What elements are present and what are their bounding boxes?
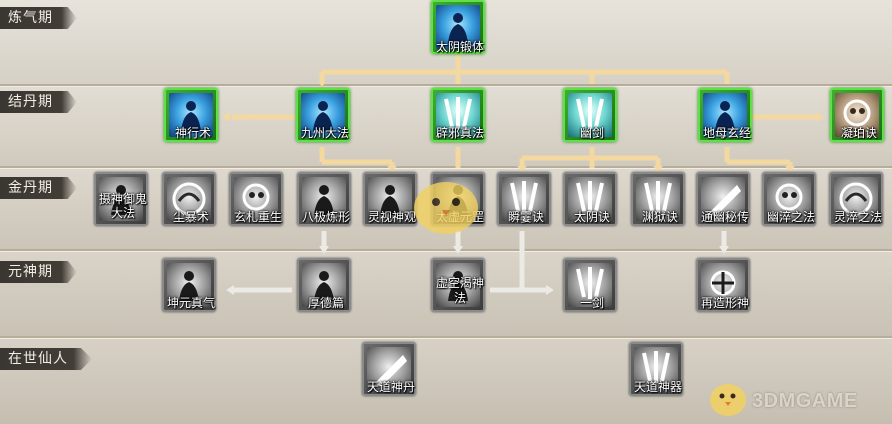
skill-name: 灵淬之法 — [833, 210, 882, 224]
skill-name: 幽剑 — [579, 126, 604, 140]
tier-label: 炼气期 — [0, 7, 77, 29]
skill-node-xukong-kesheng[interactable]: 虚空渴神 法 — [431, 258, 485, 312]
skill-name: 太阴锻体 — [435, 40, 484, 54]
tier-divider — [0, 336, 892, 339]
skill-node-pixie-zhenfa[interactable]: 辟邪真法 — [431, 88, 485, 142]
meditating-figure-icon — [703, 93, 747, 137]
meditating-figure-icon — [167, 263, 211, 307]
skill-name: 渊狱诀 — [641, 210, 678, 224]
skill-name: 一剑 — [579, 296, 604, 310]
skill-name: 瞬霎诀 — [507, 210, 544, 224]
skill-node-taiyin-duanti[interactable]: 太阴锻体 — [431, 0, 485, 54]
sword-burst-icon — [502, 177, 546, 221]
skill-node-shunyin-jue[interactable]: 瞬霎诀 — [497, 172, 551, 226]
skill-name: 幽淬之法 — [766, 210, 815, 224]
skill-node-kunyuan-zhenqi[interactable]: 坤元真气 — [162, 258, 216, 312]
skill-node-zaizao-xingshen[interactable]: 再造形神 — [696, 258, 750, 312]
skill-node-dimu-xuanjing[interactable]: 地母玄经 — [698, 88, 752, 142]
meditating-figure-icon — [302, 263, 346, 307]
skill-name-line2: 大法 — [110, 206, 135, 220]
skill-name: 天道神丹 — [366, 380, 415, 394]
skill-name: 玄札重生 — [233, 210, 282, 224]
skill-node-shenxing-shu[interactable]: 神行术 — [164, 88, 218, 142]
watermark-text: 3DMGAME — [752, 390, 858, 412]
skill-name: 凝珀诀 — [840, 126, 877, 140]
chick-mascot-icon — [414, 182, 478, 234]
sword-burst-icon — [568, 177, 612, 221]
meditating-figure-icon — [302, 177, 346, 221]
rune-circle-icon — [701, 263, 745, 307]
meditating-figure-icon — [301, 93, 345, 137]
skill-name: 尘暴术 — [172, 210, 209, 224]
tier-label: 在世仙人 — [0, 348, 92, 370]
skill-name: 辟邪真法 — [435, 126, 484, 140]
skill-name-line2: 法 — [453, 291, 466, 305]
meditating-figure-icon — [436, 5, 480, 49]
skill-node-tiandao-shendan[interactable]: 天道神丹 — [362, 342, 416, 396]
skill-name: 地母玄经 — [702, 126, 751, 140]
tier-label: 元神期 — [0, 261, 77, 283]
skill-name-line1: 虚空渴神 — [435, 276, 484, 290]
skill-node-lingcui-zhifa[interactable]: 灵淬之法 — [829, 172, 883, 226]
skill-node-youcui-zhifa[interactable]: 幽淬之法 — [762, 172, 816, 226]
skill-name: 灵视神观 — [367, 210, 416, 224]
blade-slash-icon — [367, 347, 411, 391]
sword-burst-icon — [634, 347, 678, 391]
skill-node-tongyou-michuan[interactable]: 通幽秘传 — [696, 172, 750, 226]
active-connector — [232, 52, 818, 168]
skill-name: 坤元真气 — [166, 296, 215, 310]
blade-slash-icon — [701, 177, 745, 221]
chick-mascot-icon — [710, 384, 746, 416]
meditating-figure-icon — [99, 177, 143, 221]
beast-emblem-icon — [767, 177, 811, 221]
tier-divider — [0, 166, 892, 169]
tier-divider — [0, 249, 892, 252]
skill-name: 九州大法 — [300, 126, 349, 140]
skill-node-ningpo-jue[interactable]: 凝珀诀 — [830, 88, 884, 142]
sword-burst-icon — [636, 177, 680, 221]
tier-divider — [0, 84, 892, 87]
skill-node-baji-lianxing[interactable]: 八极炼形 — [297, 172, 351, 226]
skill-name: 再造形神 — [700, 296, 749, 310]
skill-node-taiyin-jue[interactable]: 太阴诀 — [563, 172, 617, 226]
skill-node-yuanyu-jue[interactable]: 渊狱诀 — [631, 172, 685, 226]
locked-arrowheads — [226, 246, 729, 295]
locked-connector — [232, 231, 727, 293]
skill-name: 神行术 — [174, 126, 211, 140]
tier-label: 金丹期 — [0, 177, 77, 199]
skill-name: 厚德篇 — [307, 296, 344, 310]
skill-node-houde-pian[interactable]: 厚德篇 — [297, 258, 351, 312]
skill-node-yijian[interactable]: 一剑 — [563, 258, 617, 312]
sword-burst-icon — [568, 263, 612, 307]
tier-label: 结丹期 — [0, 91, 77, 113]
skill-name: 通幽秘传 — [700, 210, 749, 224]
sword-burst-icon — [436, 93, 480, 137]
skill-name: 天道神器 — [633, 380, 682, 394]
meditating-figure-icon — [436, 263, 480, 307]
skill-node-xuanzha-chongsheng[interactable]: 玄札重生 — [229, 172, 283, 226]
skill-node-chenbao-shu[interactable]: 尘暴术 — [162, 172, 216, 226]
beast-emblem-icon — [835, 93, 879, 137]
skill-node-tiandao-shenqi[interactable]: 天道神器 — [629, 342, 683, 396]
active-arrowheads — [222, 84, 824, 172]
beast-emblem-icon — [234, 177, 278, 221]
skill-name: 八极炼形 — [301, 210, 350, 224]
skill-node-youjian[interactable]: 幽剑 — [563, 88, 617, 142]
skill-node-sheshen-yugui[interactable]: 摄神御鬼 大法 — [94, 172, 148, 226]
sword-burst-icon — [568, 93, 612, 137]
meditating-figure-icon — [169, 93, 213, 137]
skill-node-jiuzhou-dafa[interactable]: 九州大法 — [296, 88, 350, 142]
dragon-emblem-icon — [167, 177, 211, 221]
dragon-emblem-icon — [834, 177, 878, 221]
skill-name: 太阴诀 — [573, 210, 610, 224]
meditating-figure-icon — [368, 177, 412, 221]
skill-name-line1: 摄神御鬼 — [98, 192, 147, 206]
tier-row-zaishi: 在世仙人 — [0, 338, 892, 424]
